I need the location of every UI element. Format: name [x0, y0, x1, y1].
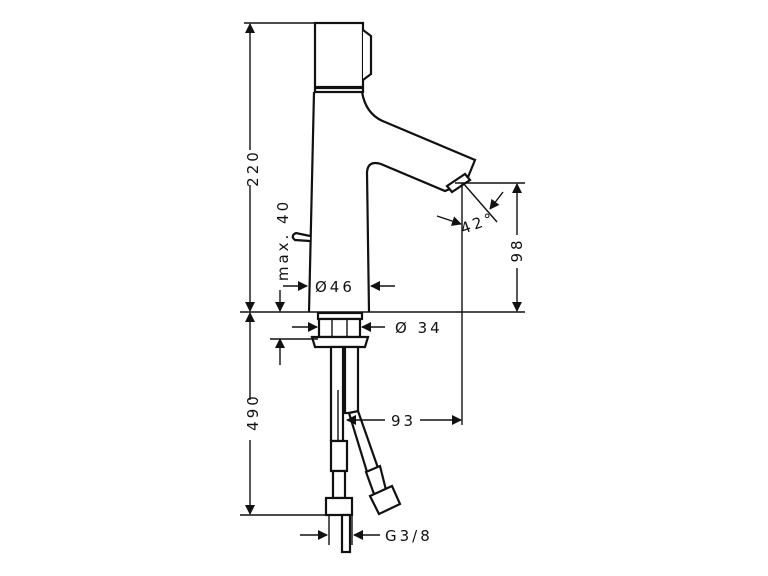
handle-button — [362, 29, 373, 81]
handle — [313, 21, 365, 89]
label-spout-angle: 42° — [458, 209, 498, 238]
label-spout-reach: 93 — [391, 412, 416, 430]
hose-right — [343, 345, 360, 415]
label-connection: G3/8 — [385, 527, 433, 545]
label-hose-length: 490 — [244, 393, 262, 431]
ring — [313, 86, 365, 94]
label-spout-height: 98 — [508, 237, 526, 262]
braid-left — [329, 439, 349, 473]
connection-parts — [310, 311, 402, 554]
nut-left — [324, 496, 354, 517]
nut-right — [368, 484, 402, 516]
label-total-height: 220 — [244, 149, 262, 187]
faucet-body — [291, 21, 477, 313]
flange — [310, 335, 370, 349]
shank-nut — [317, 317, 362, 339]
pipe-left — [340, 513, 352, 554]
label-max-deck: max. 40 — [274, 199, 292, 281]
label-shank-diameter: Ø 34 — [395, 319, 443, 337]
pop-up-lever — [291, 231, 311, 243]
dimension-lines — [240, 22, 525, 545]
hose-left — [329, 345, 345, 443]
label-body-diameter: Ø46 — [315, 278, 355, 296]
